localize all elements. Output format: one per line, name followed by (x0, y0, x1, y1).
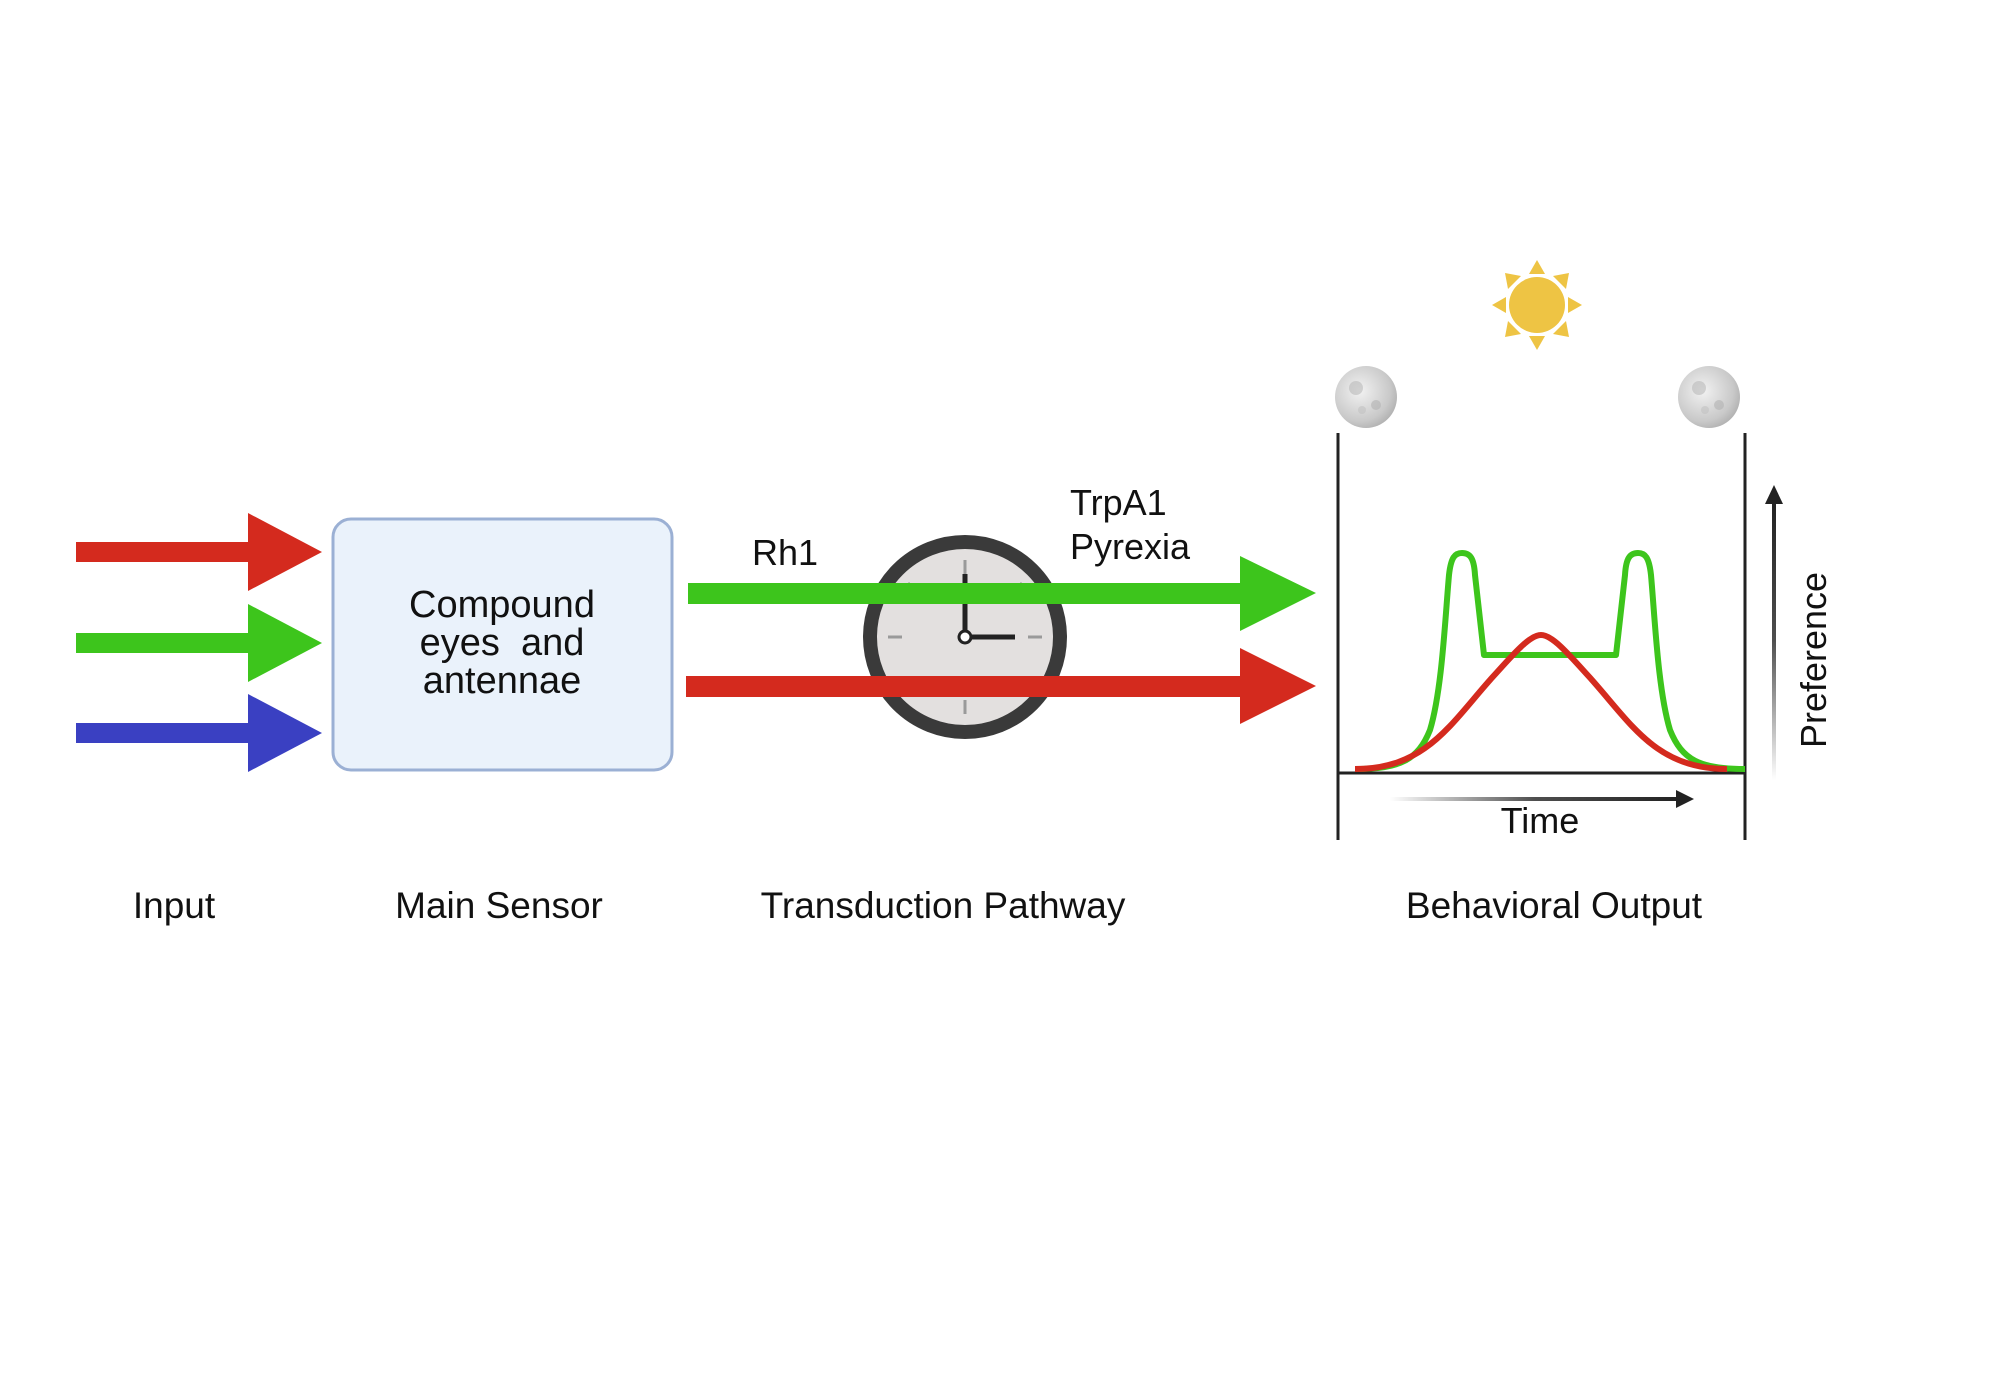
section-label-main-sensor: Main Sensor (395, 885, 603, 926)
clock-icon (863, 535, 1067, 739)
sensor-box-line3: antennae (423, 660, 582, 702)
input-arrow-green (76, 604, 322, 682)
transduction-arrow-red (686, 648, 1316, 724)
sun-icon (1492, 260, 1582, 350)
red-preference-curve-line (1354, 632, 1728, 772)
transduction-arrow-green (688, 556, 1316, 631)
moon-icon (1335, 366, 1397, 428)
section-label-transduction: Transduction Pathway (761, 885, 1126, 926)
sensor-box (331, 517, 674, 772)
preference-axis-arrow (1765, 485, 1783, 780)
sensor-box-line2: eyes and (420, 622, 585, 664)
section-label-output: Behavioral Output (1406, 885, 1703, 926)
red-preference-curve (1355, 631, 1571, 769)
time-axis-arrow (1390, 790, 1694, 808)
label-rh1: Rh1 (752, 532, 818, 573)
moon-icon (1678, 366, 1740, 428)
green-preference-curve (1354, 550, 1746, 772)
input-arrow-red (76, 513, 322, 591)
sensor-box-line1: Compound (409, 584, 595, 626)
input-arrow-blue (76, 694, 322, 772)
section-label-input: Input (133, 885, 216, 926)
label-trpa1: TrpA1 (1070, 482, 1167, 523)
preference-axis-label: Preference (1793, 572, 1834, 748)
label-pyrexia: Pyrexia (1070, 526, 1191, 567)
time-axis-label: Time (1501, 800, 1580, 841)
